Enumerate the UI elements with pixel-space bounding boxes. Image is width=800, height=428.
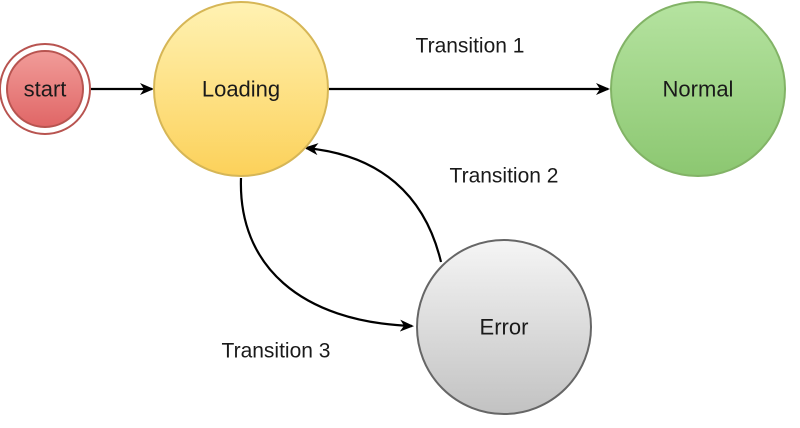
state-error: Error	[416, 239, 592, 415]
state-start: start	[0, 43, 91, 135]
state-error-label: Error	[480, 315, 529, 340]
state-loading: Loading	[153, 1, 329, 177]
state-start-label: start	[24, 77, 67, 102]
loading-circle	[153, 1, 329, 177]
state-normal: Normal	[610, 1, 786, 177]
edge-transition-2	[304, 143, 443, 263]
normal-circle	[610, 1, 786, 177]
transition-2-label: Transition 2	[450, 165, 559, 188]
state-normal-label: Normal	[663, 77, 734, 102]
start-inner-circle	[6, 50, 84, 128]
state-loading-label: Loading	[202, 77, 280, 102]
edge-transition-3	[239, 177, 414, 332]
transition-3-label: Transition 3	[222, 340, 331, 363]
transition-1-label: Transition 1	[416, 35, 525, 58]
start-outer-ring	[0, 43, 91, 135]
error-circle	[416, 239, 592, 415]
